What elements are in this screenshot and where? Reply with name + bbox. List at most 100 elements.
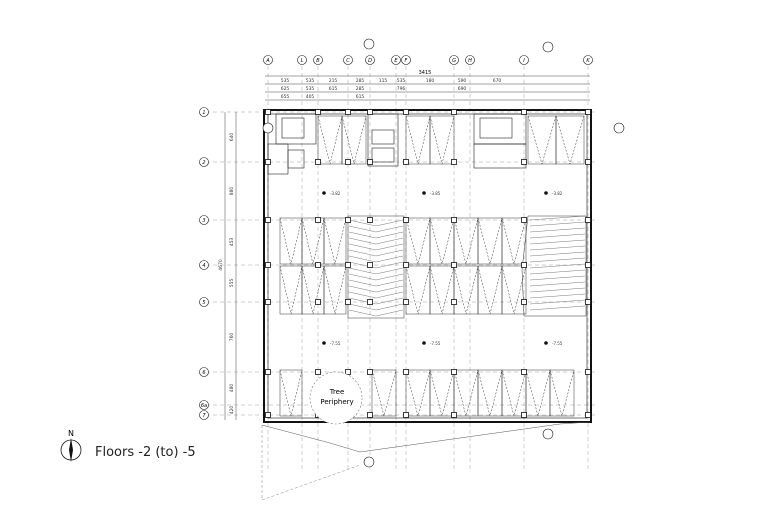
ramp-hatch-line [348, 267, 404, 275]
ramp-hatch-line [529, 293, 586, 299]
dimension-value: 615 [329, 86, 338, 92]
row-grid-bubble [199, 260, 209, 270]
dimension-value: 690 [458, 86, 467, 92]
ramp-hatch-line [348, 231, 404, 239]
parking-bay [341, 115, 367, 165]
column-grid-label: A [265, 58, 270, 64]
column [367, 299, 373, 305]
column [315, 217, 321, 223]
column [315, 109, 321, 115]
level-mark: -3.82 [552, 191, 563, 196]
column [367, 262, 373, 268]
row-grid-label: 3 [202, 218, 205, 224]
column [367, 109, 373, 115]
parking-bay [527, 115, 557, 165]
bay-marking [301, 217, 325, 265]
column [585, 412, 591, 418]
column-grid-bubble [313, 55, 323, 65]
row-grid-bubble [199, 107, 209, 117]
left-dimension-value: 420 [229, 406, 235, 415]
column [585, 217, 591, 223]
column [403, 262, 409, 268]
parking-bays [279, 115, 585, 417]
dimension-value: 405 [306, 94, 315, 100]
column [345, 299, 351, 305]
level-mark: -7.55 [330, 341, 341, 346]
column-grid-label: K [586, 58, 590, 64]
dimension-value: 535 [306, 86, 315, 92]
column [585, 299, 591, 305]
ramp-hatch-line [348, 303, 404, 311]
bay-marking [429, 217, 455, 265]
tree-periphery-circle [309, 371, 363, 425]
bay-marking [323, 217, 347, 265]
column-grid-bubble [343, 55, 353, 65]
level-mark-symbol [544, 191, 548, 195]
ramp-hatch-line [529, 299, 586, 305]
left-dimension-value: 760 [229, 333, 235, 342]
column [367, 369, 373, 375]
column-grid-bubble [263, 55, 273, 65]
column-grid-label: C [346, 58, 350, 64]
row-grid-label: 4 [202, 263, 205, 269]
level-mark-symbol [544, 341, 548, 345]
level-mark: -3.82 [330, 191, 341, 196]
column [521, 369, 527, 375]
bay-marking [477, 265, 503, 315]
ramp-hatch-line [529, 233, 586, 239]
column [451, 369, 457, 375]
column [403, 217, 409, 223]
column [367, 217, 373, 223]
column [585, 369, 591, 375]
dimension-value: 535 [281, 78, 290, 84]
column-grid-bubble [519, 55, 529, 65]
dimension-value: 215 [329, 78, 338, 84]
parking-bay [501, 217, 527, 265]
column [521, 109, 527, 115]
parking-bay [279, 217, 303, 265]
overall-dimension: 3415 [419, 70, 432, 76]
row-grid-label: 7 [202, 413, 206, 419]
column-grid-bubble [401, 55, 411, 65]
parking-bay [279, 265, 303, 315]
ramp-hatch-line [348, 261, 404, 269]
column [265, 299, 271, 305]
column [451, 262, 457, 268]
elevator-core [367, 113, 399, 167]
bay-marking [429, 115, 455, 165]
tree-label-1: Tree [329, 388, 345, 396]
parking-bay [405, 115, 431, 165]
column [367, 412, 373, 418]
parking-bay [323, 265, 347, 315]
row-grid-label: 2 [202, 160, 205, 166]
ramp-hatch-line [529, 257, 586, 263]
row-grid-label: 1 [202, 110, 205, 116]
level-mark: -7.55 [552, 341, 563, 346]
parking-bay [477, 217, 503, 265]
parking-bay [477, 265, 503, 315]
column [403, 369, 409, 375]
bay-marking [279, 369, 303, 417]
ramp-hatch-line [529, 227, 586, 233]
column [265, 262, 271, 268]
column-grid-bubble [365, 55, 375, 65]
column [403, 159, 409, 165]
bay-marking [555, 115, 585, 165]
parking-bay [301, 265, 325, 315]
column [451, 217, 457, 223]
column [521, 159, 527, 165]
ramp-hatch-line [348, 285, 404, 293]
stair-core-left [267, 113, 317, 175]
row-grid-bubble [199, 215, 209, 225]
dimension-value: 590 [458, 78, 467, 84]
column [265, 412, 271, 418]
parking-bay [429, 115, 455, 165]
level-mark-symbol [322, 191, 326, 195]
left-dimension-value: 640 [229, 133, 235, 142]
bay-marking [317, 115, 343, 165]
ramp-hatch-line [529, 269, 586, 275]
dimension-value: 615 [356, 94, 365, 100]
